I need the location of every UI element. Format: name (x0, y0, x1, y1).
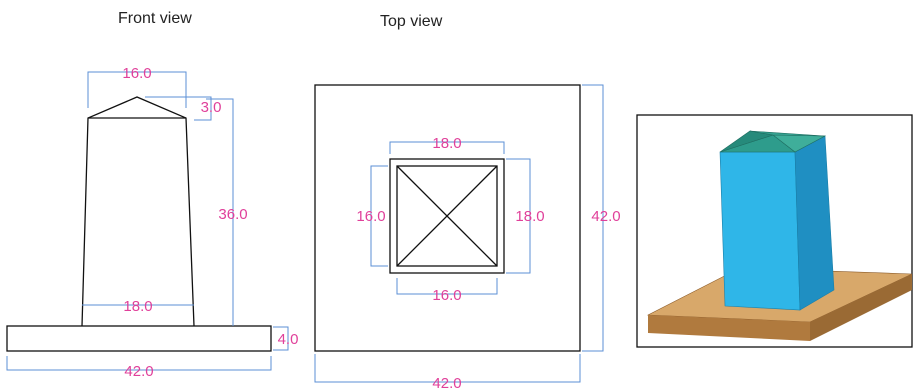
dim-base-width: 42.0 (124, 363, 153, 380)
top-view: 18.0 16.0 18.0 42.0 16.0 42.0 (314, 84, 621, 392)
cap-back-right (749, 130, 826, 137)
top-diagonal-2 (396, 165, 498, 267)
dim-right-height: 18.0 (515, 208, 544, 225)
dim-top-width: 16.0 (122, 65, 151, 82)
dim-line-top-width (87, 71, 187, 108)
dim-line-base-width (6, 356, 272, 371)
dim-top-base-width: 42.0 (432, 375, 461, 392)
dim-line-peak-height (145, 96, 212, 121)
dim-outer-width: 18.0 (432, 135, 461, 152)
dim-line-inner-width (396, 278, 498, 295)
base-plate-side (810, 274, 912, 341)
dim-line-base-thickness (273, 326, 289, 351)
front-view: 16.0 3.0 36.0 18.0 4.0 42.0 (6, 65, 299, 380)
column-front-face (719, 151, 801, 311)
dim-line-right-height (506, 158, 531, 274)
top-column-inner (396, 165, 498, 267)
dim-left-height: 16.0 (356, 208, 385, 225)
base-plate-front (648, 315, 810, 341)
front-base-outline (6, 325, 272, 352)
top-column-outer (389, 158, 505, 274)
front-view-title: Front view (118, 10, 192, 27)
top-view-title: Top view (380, 13, 443, 30)
front-column-outline (81, 96, 195, 327)
top-base-outline (314, 84, 581, 352)
dim-line-base-height (582, 84, 604, 352)
dim-line-outer-width (389, 141, 505, 154)
dim-line-top-base-width (314, 354, 581, 383)
dim-line-left-height (370, 165, 388, 267)
dim-inner-width: 16.0 (432, 287, 461, 304)
dim-column-height: 36.0 (218, 206, 247, 223)
dim-bottom-width: 18.0 (123, 298, 152, 315)
dim-peak-height: 3.0 (201, 99, 222, 116)
dim-base-thickness: 4.0 (278, 331, 299, 348)
dim-line-column-height (206, 98, 234, 326)
isometric-view (636, 114, 913, 348)
dim-base-height: 42.0 (591, 208, 620, 225)
